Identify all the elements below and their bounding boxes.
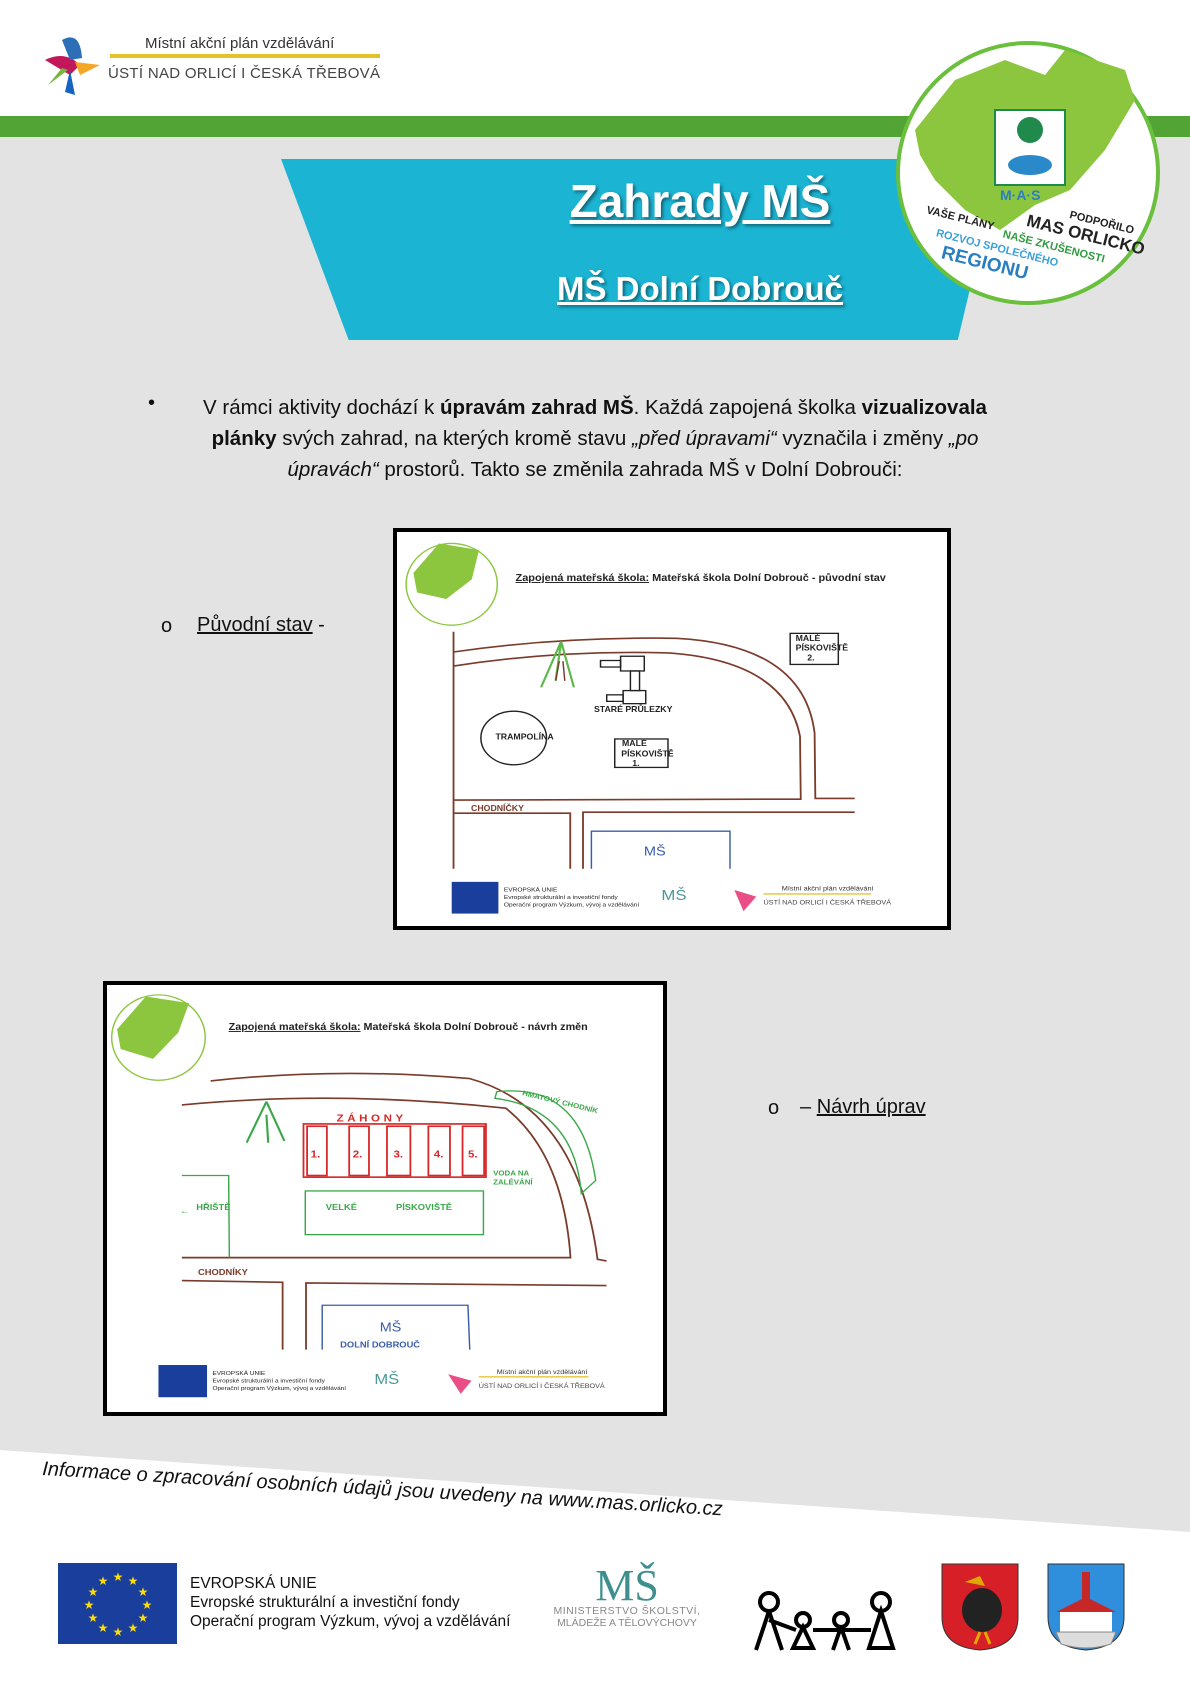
circle-bullet-icon: o (161, 615, 173, 637)
svg-text:★: ★ (84, 1598, 95, 1612)
svg-text:MŠ: MŠ (661, 886, 686, 904)
msmt-name-2: MLÁDEŽE A TĚLOVÝCHOVY (557, 1617, 697, 1629)
bullet-icon: • (148, 392, 156, 414)
bed-number: 4. (434, 1149, 444, 1160)
title-banner (281, 159, 1001, 340)
svg-text:★: ★ (98, 1621, 109, 1635)
sketch-eu2: Evropské strukturální a investiční fondy (212, 1378, 325, 1385)
original-state-label: Původní stav - (197, 614, 325, 636)
intro-text: prostorů. Takto se změnila zahrada MŠ v … (378, 458, 903, 481)
sketch-eu3: Operační program Výzkum, vývoj a vzděláv… (504, 902, 640, 909)
sketch-map1: Místní akční plán vzdělávání (782, 886, 874, 893)
eu-title: EVROPSKÁ UNIE (190, 1575, 317, 1592)
bed-number: 1. (311, 1149, 321, 1160)
map-label: PÍSKOVIŠTĚ (396, 1201, 452, 1211)
bed-number: 2. (353, 1149, 363, 1160)
intro-text: vyznačila i změny (776, 427, 949, 450)
intro-italic: „před úpravami“ (632, 427, 777, 450)
map-label: MALÉ (622, 739, 647, 748)
sketch-title: Zapojená mateřská škola: Mateřská škola … (229, 1022, 588, 1032)
msmt-name: MINISTERSTVO ŠKOLSTVÍ, (553, 1605, 701, 1617)
intro-italic: „po úpravách“ (287, 427, 979, 481)
eu-flag-icon (451, 881, 499, 914)
map-label: DOLNÍ DOBROUČ (340, 1339, 420, 1349)
sketch-eu2: Evropské strukturální a investiční fondy (504, 894, 619, 901)
ms-label: MŠ (380, 1319, 402, 1334)
svg-text:★: ★ (88, 1611, 99, 1625)
svg-text:★: ★ (128, 1621, 139, 1635)
svg-text:MŠ: MŠ (374, 1370, 399, 1388)
map-label: HMATOVÝ CHODNÍK (521, 1089, 599, 1116)
mas-orlicko-badge: M·A·S PODPOŘILO MAS ORLICKO VAŠE PLÁNY N… (896, 41, 1160, 305)
msmt-logo: MŠ MINISTERSTVO ŠKOLSTVÍ, MLÁDEŽE A TĚLO… (547, 1563, 707, 1630)
proposal-garden-sketch: Zapojená mateřská škola: Mateřská škola … (103, 981, 667, 1416)
logo-line-2: ÚSTÍ NAD ORLICÍ I ČESKÁ TŘEBOVÁ (108, 65, 380, 82)
svg-text:★: ★ (88, 1585, 99, 1599)
sketch-map1: Místní akční plán vzdělávání (497, 1369, 588, 1376)
svg-text:★: ★ (142, 1598, 153, 1612)
sketch-map2: ÚSTÍ NAD ORLICÍ I ČESKÁ TŘEBOVÁ (764, 898, 892, 906)
original-garden-sketch: Zapojená mateřská škola: Mateřská škola … (393, 528, 951, 930)
svg-text:★: ★ (98, 1574, 109, 1588)
map-label: 1. (632, 758, 639, 767)
svg-text:★: ★ (113, 1625, 124, 1639)
map-label: MALÉ (796, 633, 821, 642)
svg-text:←: ← (180, 1206, 189, 1216)
sketch-eu3: Operační program Výzkum, vývoj a vzděláv… (212, 1385, 346, 1392)
sketch-map2: ÚSTÍ NAD ORLICÍ I ČESKÁ TŘEBOVÁ (479, 1381, 605, 1390)
map-label: HŘIŠTĚ (196, 1201, 230, 1211)
logo-line-1: Místní akční plán vzdělávání (145, 35, 335, 52)
dolni-dobrouc-coat-of-arms (941, 1563, 1019, 1651)
map-label: PÍSKOVIŠTĚ (796, 642, 849, 652)
map-label: TRAMPOLÍNA (495, 732, 553, 741)
map-label: STARÉ PRŮLEZKY (594, 703, 673, 713)
intro-text: svých zahrad, na kterých kromě stavu (276, 427, 633, 450)
map-vzdelavani-logo: Místní akční plán vzdělávání ÚSTÍ NAD OR… (45, 35, 380, 95)
intro-bold: úpravám zahrad MŠ (440, 396, 634, 419)
eu-flag-icon: ★★★★★★★★★★★★ (58, 1563, 177, 1644)
badge-mas: M·A·S (1000, 187, 1040, 203)
svg-text:★: ★ (138, 1611, 149, 1625)
green-band (0, 116, 1190, 137)
intro-paragraph: V rámci aktivity dochází k úpravám zahra… (180, 392, 1010, 485)
sketch-eu: EVROPSKÁ UNIE (212, 1370, 265, 1377)
eu-programme: Operační program Výzkum, vývoj a vzděláv… (190, 1613, 511, 1630)
map-label: CHODNÍČKY (471, 802, 524, 812)
eu-funds: Evropské strukturální a investiční fondy (190, 1594, 460, 1611)
svg-text:★: ★ (128, 1574, 139, 1588)
page-subtitle: MŠ Dolní Dobrouč (557, 270, 843, 307)
proposal-label: – Návrh úprav (800, 1096, 926, 1118)
sketch-eu: EVROPSKÁ UNIE (504, 887, 558, 894)
map-label: CHODNÍKY (198, 1267, 248, 1277)
page-title: Zahrady MŠ (569, 175, 831, 227)
sketch-title: Zapojená mateřská škola: Mateřská škola … (516, 573, 887, 584)
circle-bullet-icon: o (768, 1097, 780, 1119)
ms-label: MŠ (644, 843, 666, 858)
map-label: ZALÉVÁNÍ (493, 1178, 533, 1187)
map-label: VODA NA (493, 1169, 530, 1178)
intro-bold: vizualizovala plánky (211, 396, 987, 450)
town-coat-of-arms (1047, 1563, 1125, 1651)
family-figures-icon (754, 1591, 896, 1651)
map-label: ZÁHONY (337, 1112, 407, 1124)
eu-flag-icon (158, 1365, 208, 1398)
svg-text:★: ★ (138, 1585, 149, 1599)
intro-text: V rámci aktivity dochází k (203, 396, 440, 419)
intro-text: . Každá zapojená školka (633, 396, 862, 419)
bed-number: 5. (468, 1149, 478, 1160)
map-label: 2. (807, 653, 814, 662)
map-label: VELKÉ (326, 1202, 357, 1212)
map-label: PÍSKOVIŠTĚ (621, 748, 674, 758)
svg-text:★: ★ (113, 1570, 124, 1584)
bed-number: 3. (393, 1149, 403, 1160)
